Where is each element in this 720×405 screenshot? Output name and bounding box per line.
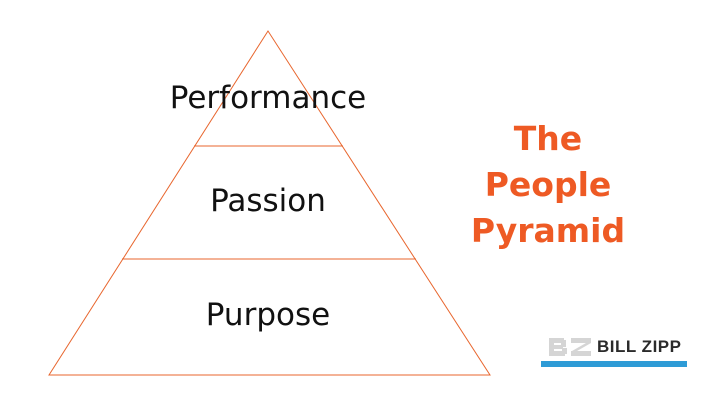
pyramid-outline <box>48 30 491 376</box>
logo-text: BILL ZIPP <box>597 337 682 356</box>
title-line-3: Pyramid <box>470 211 626 250</box>
bz-monogram-icon <box>549 338 591 356</box>
title-line-2: People <box>484 165 612 204</box>
logo-underline-bar <box>541 361 687 367</box>
pyramid-level-purpose: Purpose <box>205 297 331 333</box>
slide-title: The People Pyramid <box>448 116 648 254</box>
pyramid-level-performance: Performance <box>169 80 367 116</box>
pyramid-level-passion: Passion <box>210 183 326 219</box>
title-line-1: The <box>513 119 583 158</box>
bill-zipp-logo: BILL ZIPP <box>541 335 687 369</box>
